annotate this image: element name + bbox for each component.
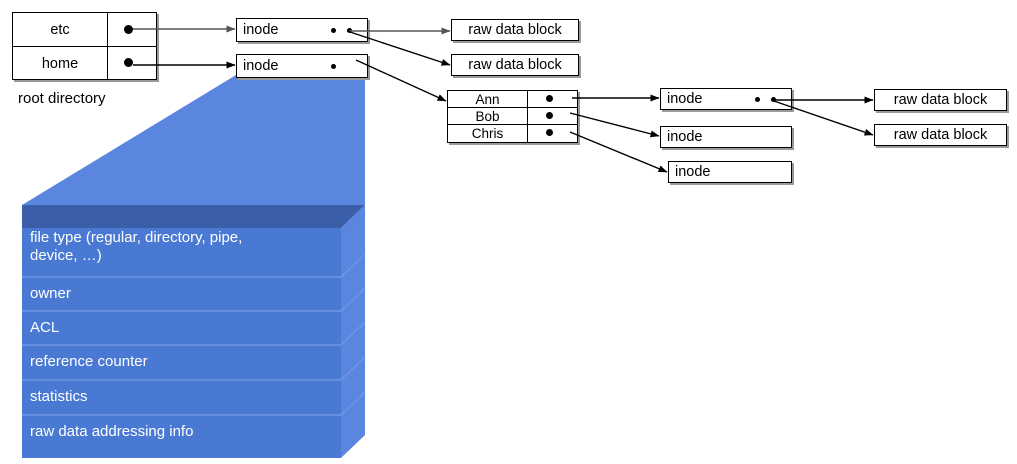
pointer-dot — [546, 129, 553, 136]
home-entry-name-bob: Bob — [448, 108, 528, 124]
panel-row-dividers — [22, 276, 341, 416]
inode-box-etc[interactable]: inode — [236, 18, 368, 42]
table-row[interactable]: Ann — [448, 91, 577, 108]
inode-box-ann[interactable]: inode — [660, 88, 792, 110]
home-entry-pointer-ann[interactable] — [528, 91, 577, 107]
raw-data-block-label: raw data block — [893, 92, 988, 108]
table-row[interactable]: etc — [13, 13, 156, 47]
raw-data-block-ann-1[interactable]: raw data block — [874, 89, 1007, 111]
panel-row-owner: owner — [30, 285, 71, 302]
pointer-dot — [755, 97, 760, 102]
panel-top-face — [22, 205, 365, 228]
inode-box-bob[interactable]: inode — [660, 126, 792, 148]
pointer-dot — [124, 58, 133, 67]
home-entry-name-ann: Ann — [448, 91, 528, 107]
pointer-dot — [331, 28, 336, 33]
inode-box-chris[interactable]: inode — [668, 161, 792, 183]
home-directory-table: Ann Bob Chris — [447, 90, 578, 143]
panel-row-raw-data-addressing-info: raw data addressing info — [30, 423, 194, 440]
panel-front-face — [22, 228, 341, 458]
home-entry-name-chris: Chris — [448, 125, 528, 142]
raw-data-block-label: raw data block — [468, 57, 562, 73]
home-entry-pointer-bob[interactable] — [528, 108, 577, 124]
root-entry-name-home: home — [13, 47, 108, 80]
arrow-inode-ann-ptr2-to-rdb2 — [770, 99, 874, 136]
panel-row-file-type: file type (regular, directory, pipe, dev… — [30, 229, 243, 264]
inode-box-home[interactable]: inode — [236, 54, 368, 78]
pointer-dot — [331, 64, 336, 69]
panel-side-dividers — [340, 253, 366, 416]
home-entry-pointer-chris[interactable] — [528, 125, 577, 142]
panel-row-reference-counter: reference counter — [30, 353, 148, 370]
table-row[interactable]: Chris — [448, 125, 577, 142]
root-entry-pointer-home[interactable] — [108, 47, 156, 80]
pointer-dot — [546, 112, 553, 119]
raw-data-block-label: raw data block — [468, 22, 562, 38]
arrow-bob-to-inode — [569, 112, 660, 138]
raw-data-block-ann-2[interactable]: raw data block — [874, 124, 1007, 146]
pointer-dot — [546, 95, 553, 102]
root-entry-pointer-etc[interactable] — [108, 13, 156, 46]
table-row[interactable]: home — [13, 47, 156, 80]
panel-row-acl: ACL — [30, 319, 60, 336]
panel-row-statistics: statistics — [30, 388, 88, 405]
arrow-chris-to-inode — [569, 131, 668, 173]
raw-data-block-label: raw data block — [893, 127, 988, 143]
root-directory-caption: root directory — [18, 90, 106, 107]
inode-label: inode — [243, 58, 279, 74]
table-row[interactable]: Bob — [448, 108, 577, 125]
inode-label: inode — [675, 164, 711, 180]
arrow-inode-home-to-home-directory — [355, 59, 447, 102]
inode-label: inode — [667, 129, 703, 145]
arrow-inode-etc-ptr2-to-rdb2 — [346, 30, 451, 66]
inode-label: inode — [667, 91, 703, 107]
root-directory-table: etc home — [12, 12, 157, 80]
raw-data-block-etc-2[interactable]: raw data block — [451, 54, 579, 76]
raw-data-block-etc-1[interactable]: raw data block — [451, 19, 579, 41]
pointer-dot — [124, 25, 133, 34]
root-entry-name-etc: etc — [13, 13, 108, 46]
panel-side-face — [341, 205, 365, 458]
inode-label: inode — [243, 22, 279, 38]
zoom-wedge — [22, 75, 365, 205]
